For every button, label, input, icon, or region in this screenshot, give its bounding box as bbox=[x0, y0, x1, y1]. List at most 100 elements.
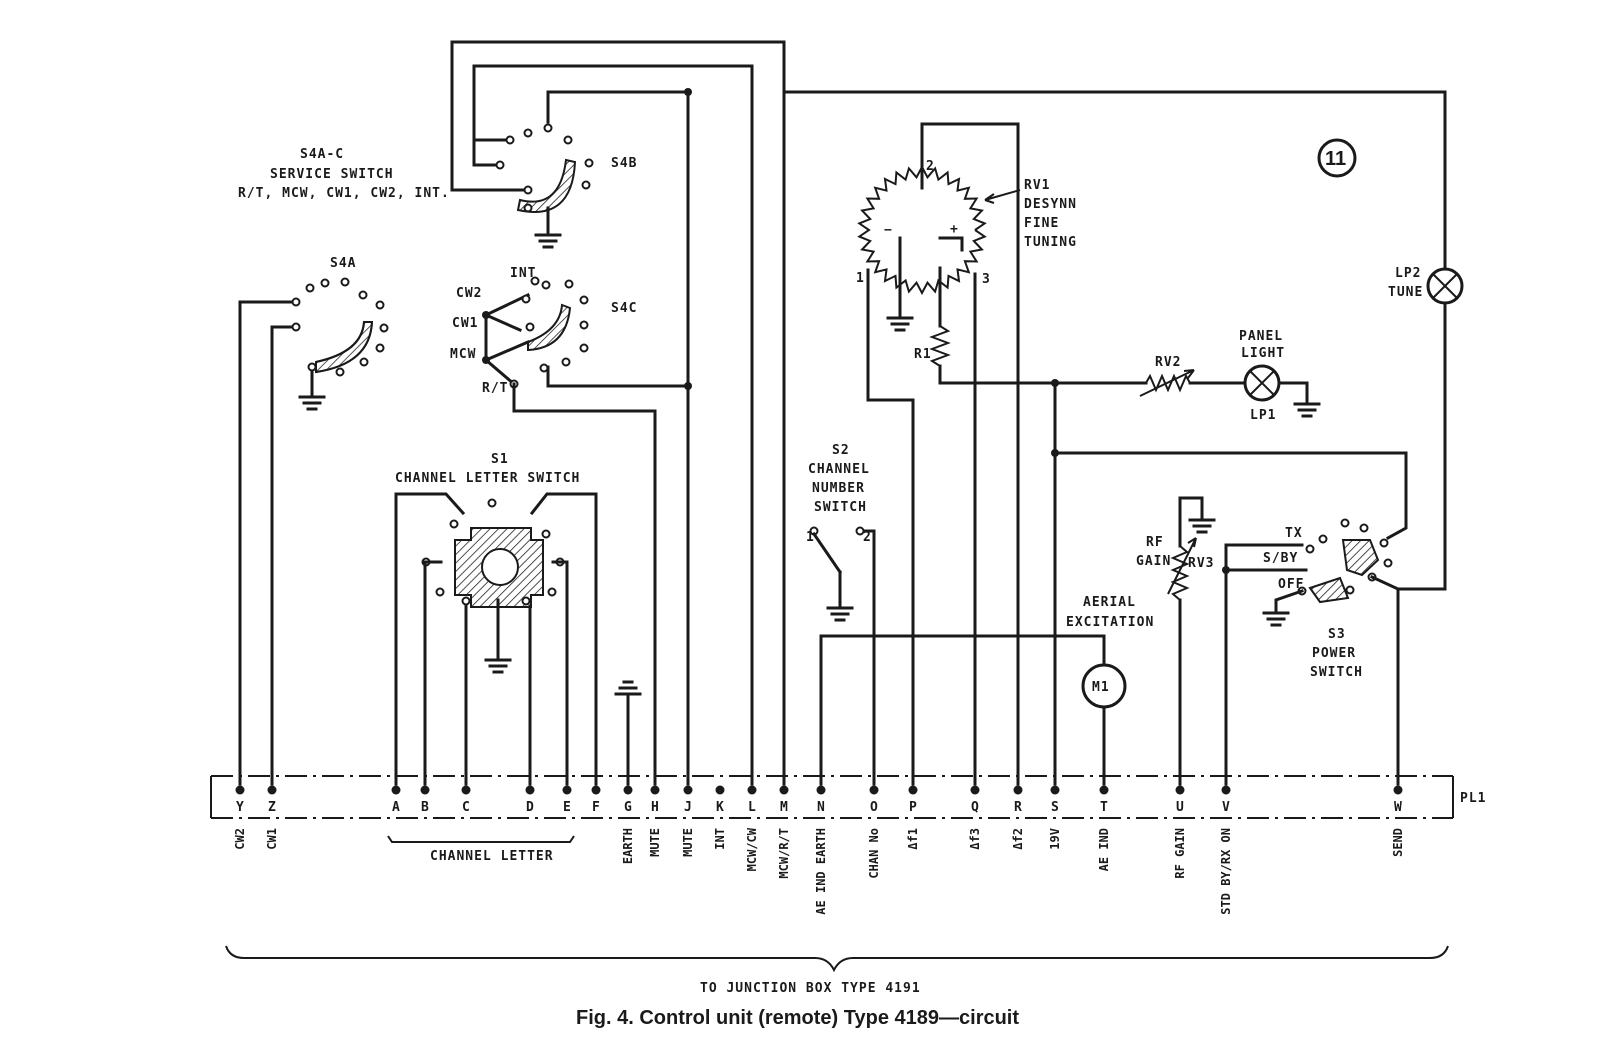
s4c-label: S4C bbox=[611, 301, 637, 316]
pin-label-d: D bbox=[526, 800, 534, 815]
pin-label-u: U bbox=[1176, 800, 1184, 815]
pin-f bbox=[591, 785, 601, 795]
s4-title-line1: S4A-C bbox=[300, 147, 344, 162]
pin-label-k: K bbox=[716, 800, 724, 815]
s2-pos-1: 1 bbox=[806, 530, 814, 545]
pin-j bbox=[683, 785, 693, 795]
pin-o bbox=[869, 785, 879, 795]
pin-v bbox=[1221, 785, 1231, 795]
pin-p bbox=[908, 785, 918, 795]
rv1-title-line1: RV1 bbox=[1024, 178, 1050, 193]
channel-letter-group-label: CHANNEL LETTER bbox=[430, 849, 554, 864]
pin-label-q: Q bbox=[971, 800, 979, 815]
pin-signal-y: CW2 bbox=[233, 828, 247, 850]
s3-pos-tx: TX bbox=[1285, 526, 1303, 541]
s1-title-line2: CHANNEL LETTER SWITCH bbox=[395, 471, 580, 486]
rv1-desynn: 2 1 3 − + RV1 DESYNN FINE TUNING bbox=[856, 122, 1077, 786]
s4c-pos-cw1: CW1 bbox=[452, 316, 478, 331]
pin-signal-m: MCW/R/T bbox=[777, 828, 791, 879]
s4c-pos-mcw: MCW bbox=[450, 347, 476, 362]
meter-m1: AERIAL EXCITATION M1 bbox=[819, 595, 1153, 786]
pin-m bbox=[779, 785, 789, 795]
switch-s2[interactable]: S2 CHANNEL NUMBER SWITCH 1 2 bbox=[806, 443, 876, 786]
pin-signal-t: AE IND bbox=[1097, 828, 1111, 871]
figure-caption: Fig. 4. Control unit (remote) Type 4189—… bbox=[576, 1007, 1019, 1029]
pin-signal-s: 19V bbox=[1048, 828, 1062, 850]
s3-title-line2: POWER bbox=[1312, 646, 1356, 661]
rf-gain-line1: RF bbox=[1146, 535, 1164, 550]
pin-signal-o: CHAN No bbox=[867, 828, 881, 879]
pin-d bbox=[525, 785, 535, 795]
figure-badge: 11 bbox=[1317, 138, 1357, 178]
pin-signal-v: STD BY/RX ON bbox=[1219, 828, 1233, 915]
meter-label: M1 bbox=[1092, 680, 1110, 695]
panel-light-line1: PANEL bbox=[1239, 329, 1283, 344]
pin-q bbox=[970, 785, 980, 795]
pin-r bbox=[1013, 785, 1023, 795]
s2-title-line2: CHANNEL bbox=[808, 462, 870, 477]
lp2-label: LP2 bbox=[1395, 266, 1421, 281]
connector-pl1: PL1 bbox=[210, 775, 1486, 819]
pin-z bbox=[267, 785, 277, 795]
pin-w bbox=[1393, 785, 1403, 795]
pin-label-y: Y bbox=[236, 800, 244, 815]
pin-label-g: G bbox=[624, 800, 632, 815]
rv3-label: RV3 bbox=[1188, 556, 1214, 571]
panel-light-line2: LIGHT bbox=[1241, 346, 1285, 361]
pin-label-h: H bbox=[651, 800, 659, 815]
s3-title-line1: S3 bbox=[1328, 627, 1346, 642]
lp2-tune: TUNE bbox=[1388, 285, 1423, 300]
switch-s4b[interactable]: S4B bbox=[495, 123, 638, 249]
pin-label-c: C bbox=[462, 800, 470, 815]
connector-label: PL1 bbox=[1460, 791, 1486, 806]
pin-signal-n: AE IND EARTH bbox=[814, 828, 828, 915]
s4-title-line2: SERVICE SWITCH bbox=[270, 167, 394, 182]
s2-title-line4: SWITCH bbox=[814, 500, 867, 515]
pin-signal-q: Δf3 bbox=[968, 828, 982, 850]
pin-label-j: J bbox=[684, 800, 692, 815]
rf-gain-line2: GAIN bbox=[1136, 554, 1171, 569]
pin-label-n: N bbox=[817, 800, 825, 815]
panel-light-circuit: R1 RV2 PANEL LIGHT LP1 bbox=[914, 266, 1408, 786]
s4b-label: S4B bbox=[611, 156, 637, 171]
rv1-title-line2: DESYNN bbox=[1024, 197, 1077, 212]
switch-s1[interactable]: S1 CHANNEL LETTER SWITCH bbox=[394, 452, 642, 786]
pin-label-t: T bbox=[1100, 800, 1108, 815]
s4-title-block: S4A-C SERVICE SWITCH R/T, MCW, CW1, CW2,… bbox=[238, 147, 449, 201]
pin-signal-h: MUTE bbox=[648, 828, 662, 857]
s3-pos-sby: S/BY bbox=[1263, 551, 1298, 566]
pin-t bbox=[1099, 785, 1109, 795]
pin-e bbox=[562, 785, 572, 795]
pin-b bbox=[420, 785, 430, 795]
pin-n bbox=[816, 785, 826, 795]
pin-signal-r: Δf2 bbox=[1011, 828, 1025, 850]
s2-title-line3: NUMBER bbox=[812, 481, 865, 496]
aerial-label-line1: AERIAL bbox=[1083, 595, 1136, 610]
rv1-term-1: 1 bbox=[856, 271, 864, 286]
pin-signal-l: MCW/CW bbox=[745, 827, 759, 871]
pin-label-w: W bbox=[1394, 800, 1402, 815]
switch-s4c[interactable]: INT CW2 CW1 MCW R/T S4C bbox=[450, 266, 692, 786]
pin-signal-k: INT bbox=[713, 828, 727, 850]
pin-s bbox=[1050, 785, 1060, 795]
switch-s4a[interactable]: S4A bbox=[238, 256, 389, 786]
r1-label: R1 bbox=[914, 347, 932, 362]
rv1-term-minus: − bbox=[884, 223, 893, 238]
pin-l bbox=[747, 785, 757, 795]
rv1-term-2: 2 bbox=[926, 159, 934, 174]
switch-s3[interactable]: TX S/BY OFF S3 POWER SWITCH bbox=[1222, 518, 1400, 786]
s2-title-line1: S2 bbox=[832, 443, 850, 458]
rv1-term-3: 3 bbox=[982, 272, 990, 287]
pin-label-m: M bbox=[780, 800, 788, 815]
lamp-lp2: LP2 TUNE bbox=[1388, 266, 1464, 305]
pin-label-o: O bbox=[870, 800, 878, 815]
rv3-rf-gain: RF GAIN RV3 bbox=[1136, 496, 1216, 786]
pin-label-p: P bbox=[909, 800, 917, 815]
junction-brace bbox=[225, 945, 1449, 973]
pin-label-e: E bbox=[563, 800, 571, 815]
rv1-title-line3: FINE bbox=[1024, 216, 1059, 231]
pin-label-s: S bbox=[1051, 800, 1059, 815]
pin-label-a: A bbox=[392, 800, 400, 815]
pin-signal-z: CW1 bbox=[265, 828, 279, 850]
